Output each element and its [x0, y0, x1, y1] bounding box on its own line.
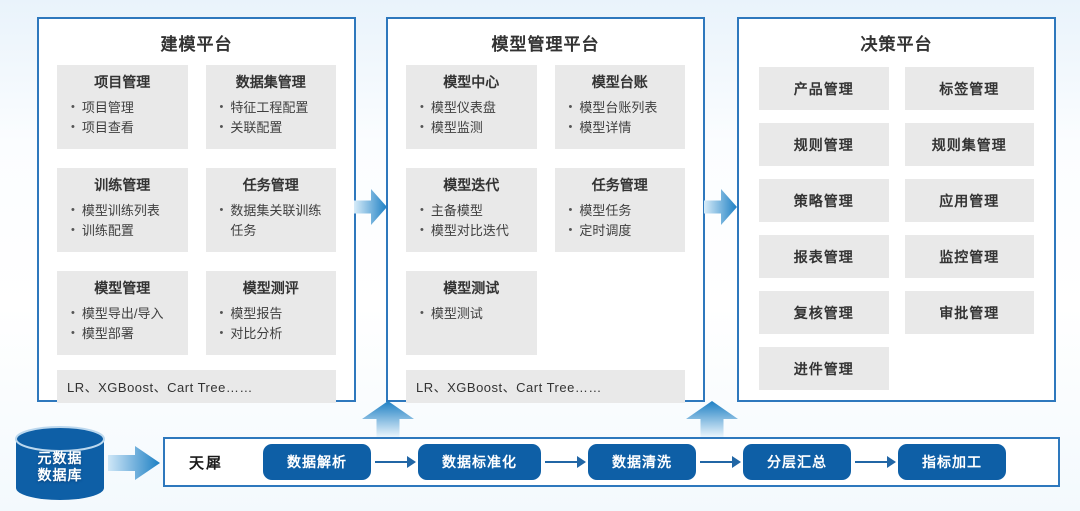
feature-card: 任务管理 数据集关联训练任务	[205, 168, 336, 252]
engine-label: 天犀	[189, 454, 224, 472]
card-title: 模型台账	[591, 74, 648, 90]
arrow-right-icon	[354, 189, 387, 225]
module-box: 复核管理	[759, 291, 889, 334]
panel-model-management-platform: 模型管理平台 模型中心 模型仪表盘 模型监测 模型台账 模型台账列表 模型详情 …	[386, 17, 705, 403]
card-bullet-item: 模型对比迭代	[418, 221, 529, 241]
card-title: 数据集管理	[235, 74, 306, 90]
card-bullet-item: 模型任务	[567, 201, 678, 221]
card-bullet-item: 模型训练列表	[69, 201, 180, 221]
card-bullet-item: 项目管理	[69, 98, 180, 118]
data-pipeline-bar: 天犀 数据解析 数据标准化 数据清洗 分层汇总 指标加工	[163, 437, 1060, 487]
feature-card: 模型迭代 主备模型 模型对比迭代	[406, 168, 537, 252]
pipeline-step-pill: 数据标准化	[418, 444, 542, 480]
module-box: 标签管理	[904, 67, 1034, 110]
metadata-database: 元数据 数据库	[14, 426, 106, 502]
module-box: 产品管理	[759, 67, 889, 110]
module-box: 规则管理	[759, 123, 889, 166]
card-grid: 项目管理 项目管理 项目查看 数据集管理 特征工程配置 关联配置 训练管理 模型…	[39, 65, 354, 355]
arrow-up-icon	[362, 401, 414, 437]
card-bullet-item: 关联配置	[218, 118, 329, 138]
card-bullet-item: 定时调度	[567, 221, 678, 241]
pipeline-step-pill: 数据清洗	[588, 444, 697, 480]
feature-card: 数据集管理 特征工程配置 关联配置	[205, 65, 336, 149]
card-bullet-item: 训练配置	[69, 221, 180, 241]
card-bullet-item: 模型监测	[418, 118, 529, 138]
database-label-line1: 元数据	[37, 450, 83, 466]
feature-card: 任务管理 模型任务 定时调度	[554, 168, 685, 252]
card-grid: 模型中心 模型仪表盘 模型监测 模型台账 模型台账列表 模型详情 模型迭代 主备…	[388, 65, 703, 355]
pipeline-step-pill: 数据解析	[263, 444, 372, 480]
panel-title: 建模平台	[160, 35, 233, 54]
feature-card: 模型管理 模型导出/导入 模型部署	[57, 271, 188, 355]
arrow-up-icon	[686, 401, 738, 437]
card-bullet-item: 模型仪表盘	[418, 98, 529, 118]
module-box: 报表管理	[759, 235, 889, 278]
module-box: 进件管理	[759, 347, 889, 390]
module-box: 规则集管理	[904, 123, 1034, 166]
card-bullet-item: 数据集关联训练任务	[218, 201, 329, 240]
pipeline-step-pill: 分层汇总	[743, 444, 852, 480]
algorithms-bar: LR、XGBoost、Cart Tree……	[406, 370, 685, 403]
card-bullet-item: 项目查看	[69, 118, 180, 138]
card-title: 任务管理	[242, 177, 299, 193]
panel-modeling-platform: 建模平台 项目管理 项目管理 项目查看 数据集管理 特征工程配置 关联配置 训练…	[37, 17, 356, 403]
card-bullet-item: 模型台账列表	[567, 98, 678, 118]
card-title: 模型测试	[443, 280, 500, 296]
card-bullet-item: 对比分析	[218, 324, 329, 344]
card-bullet-item: 模型测试	[418, 304, 529, 324]
module-box: 审批管理	[904, 291, 1034, 334]
card-title: 任务管理	[591, 177, 648, 193]
card-bullet-item: 主备模型	[418, 201, 529, 221]
algorithms-bar: LR、XGBoost、Cart Tree……	[57, 370, 336, 403]
card-bullet-item: 模型导出/导入	[69, 304, 180, 324]
panel-decision-platform: 决策平台 产品管理 标签管理 规则管理 规则集管理 策略管理 应用管理 报表管理…	[737, 17, 1056, 402]
card-title: 模型中心	[443, 74, 500, 90]
card-title: 模型管理	[94, 280, 151, 296]
flow-arrow-connector	[855, 456, 897, 468]
feature-card: 模型测试 模型测试	[406, 271, 537, 355]
feature-card: 训练管理 模型训练列表 训练配置	[57, 168, 188, 252]
arrow-right-icon	[108, 446, 160, 480]
feature-card: 项目管理 项目管理 项目查看	[57, 65, 188, 149]
module-grid: 产品管理 标签管理 规则管理 规则集管理 策略管理 应用管理 报表管理 监控管理…	[739, 65, 1054, 390]
arrow-right-icon	[704, 189, 737, 225]
feature-card: 模型台账 模型台账列表 模型详情	[554, 65, 685, 149]
card-bullet-item: 模型详情	[567, 118, 678, 138]
feature-card: 模型测评 模型报告 对比分析	[205, 271, 336, 355]
card-title: 项目管理	[94, 74, 151, 90]
panel-title: 决策平台	[860, 35, 933, 54]
database-label: 元数据 数据库	[14, 450, 106, 484]
card-title: 模型测评	[242, 280, 299, 296]
card-bullet-item: 特征工程配置	[218, 98, 329, 118]
card-bullet-item: 模型部署	[69, 324, 180, 344]
feature-card: 模型中心 模型仪表盘 模型监测	[406, 65, 537, 149]
flow-arrow-connector	[375, 456, 417, 468]
flow-arrow-connector	[545, 456, 587, 468]
panel-title: 模型管理平台	[491, 35, 600, 54]
module-box: 监控管理	[904, 235, 1034, 278]
database-cylinder-icon	[15, 426, 105, 500]
flow-arrow-connector	[700, 456, 742, 468]
card-bullet-item: 模型报告	[218, 304, 329, 324]
module-box: 策略管理	[759, 179, 889, 222]
card-title: 模型迭代	[443, 177, 500, 193]
database-label-line2: 数据库	[37, 467, 83, 483]
card-title: 训练管理	[94, 177, 151, 193]
pipeline-step-pill: 指标加工	[898, 444, 1007, 480]
module-box: 应用管理	[904, 179, 1034, 222]
